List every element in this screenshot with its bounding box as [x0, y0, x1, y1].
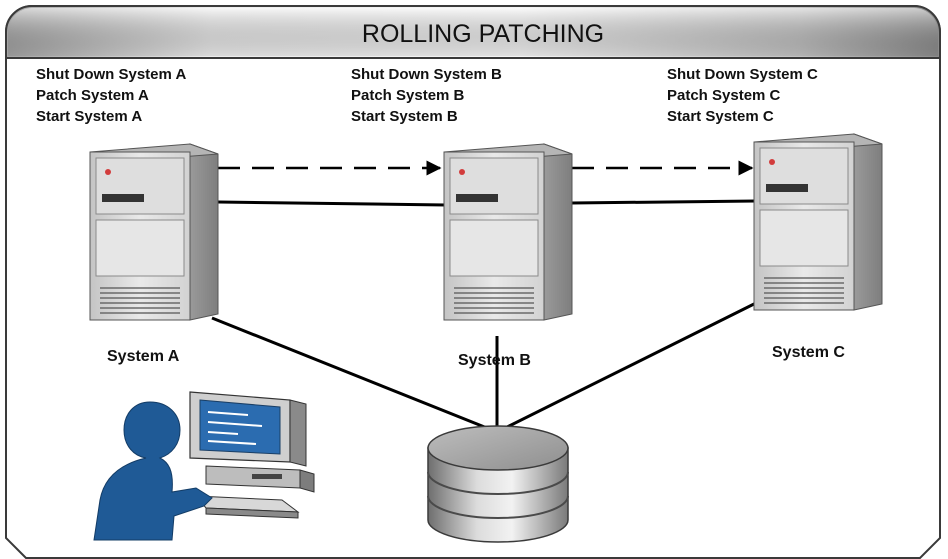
system-c-label: System C: [772, 344, 845, 361]
system-a-label: System A: [107, 348, 180, 365]
step-shutdown-b: Shut Down System B: [351, 66, 502, 83]
step-start-c: Start System C: [667, 108, 774, 125]
server-tower-icon: [89, 143, 219, 321]
step-patch-c: Patch System C: [667, 87, 781, 104]
step-patch-b: Patch System B: [351, 87, 465, 104]
step-start-a: Start System A: [36, 108, 143, 125]
step-shutdown-c: Shut Down System C: [667, 66, 818, 83]
link-c-storage: [496, 300, 759, 434]
server-tower-icon: [443, 143, 573, 321]
steps-system-c: Shut Down System C Patch System C Start …: [667, 64, 818, 127]
database-cylinder-icon: [427, 425, 569, 543]
user-at-workstation-icon: [93, 391, 315, 541]
diagram-title: ROLLING PATCHING: [362, 20, 604, 48]
step-shutdown-a: Shut Down System A: [36, 66, 187, 83]
link-b-c: [571, 199, 757, 205]
step-start-b: Start System B: [351, 108, 458, 125]
server-tower-icon: [753, 133, 883, 311]
system-b-label: System B: [458, 352, 531, 369]
link-a-b: [217, 200, 447, 207]
link-a-storage: [211, 316, 498, 434]
steps-system-a: Shut Down System A Patch System A Start …: [36, 64, 186, 127]
steps-system-b: Shut Down System B Patch System B Start …: [351, 64, 502, 127]
step-patch-a: Patch System A: [36, 87, 149, 104]
